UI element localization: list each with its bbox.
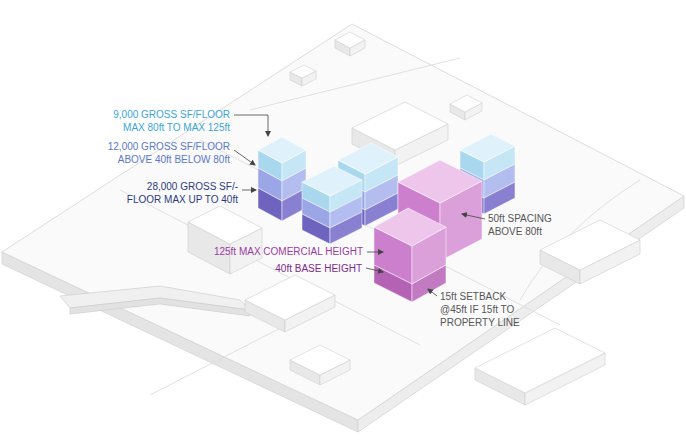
callout-label: 40ft BASE HEIGHT (275, 262, 362, 275)
callout-label: 125ft MAX COMERCIAL HEIGHT (214, 245, 363, 258)
context-buildings (188, 32, 640, 405)
commercial-massing (374, 160, 482, 302)
callout-label: 50ft SPACING ABOVE 80ft (488, 212, 562, 238)
site-platform (2, 24, 684, 432)
ramp (60, 286, 250, 316)
callout-label: 12,000 GROSS SF/FLOOR ABOVE 40ft BELOW 8… (96, 140, 230, 166)
callout-label: 15ft SETBACK @45ft IF 15ft TO PROPERTY L… (440, 290, 534, 329)
callout-label: 28,000 GROSS SF/- FLOOR MAX UP TO 40ft (114, 180, 238, 206)
callout-label: 9,000 GROSS SF/FLOOR MAX 80ft TO MAX 125… (104, 108, 230, 134)
leader-lines (234, 115, 485, 296)
road-lines (120, 58, 640, 395)
